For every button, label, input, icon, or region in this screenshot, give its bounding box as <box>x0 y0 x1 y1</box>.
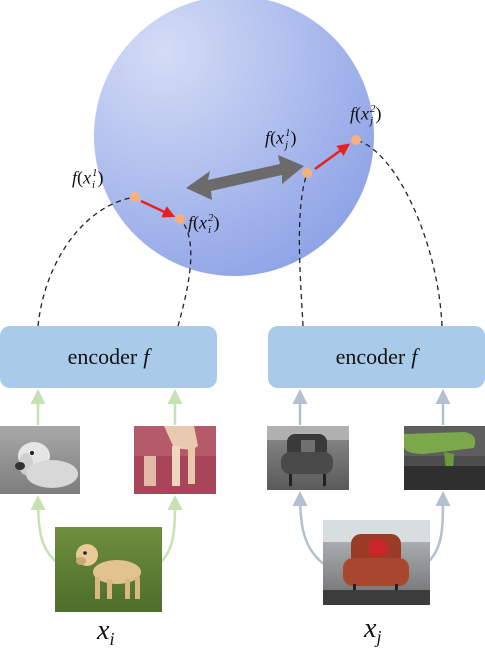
input-arrow-right-3 <box>292 491 326 566</box>
dashed-projection-xi1 <box>37 196 136 327</box>
point-f-xj2 <box>351 135 361 145</box>
encoder-right-fn: f <box>411 344 418 369</box>
input-arrow-left-3 <box>30 495 61 566</box>
dashed-projection-xi2 <box>177 218 192 327</box>
dog-grayscale-view-image <box>0 426 80 494</box>
chair-grayscale-view-image <box>267 426 349 490</box>
dog-red-tint-view-image <box>134 426 216 494</box>
pull-arrow-icon-i <box>140 199 176 218</box>
encoder-left-fn: f <box>143 344 150 369</box>
point-f-xi2 <box>175 214 185 224</box>
dog-original-image <box>55 527 162 612</box>
label-xi: xi <box>97 615 115 649</box>
embedding-sphere <box>94 0 374 276</box>
label-xj: xj <box>364 613 382 647</box>
dashed-projection-xj1 <box>298 172 308 327</box>
pull-arrow-icon-j <box>314 143 351 171</box>
encoder-left-label: encoder <box>67 344 138 369</box>
point-f-xj1 <box>302 168 312 178</box>
chair-green-crop-view-image <box>404 426 485 490</box>
push-apart-arrow-icon <box>186 155 304 200</box>
point-f-xi1 <box>130 192 140 202</box>
encoder-right-label: encoder <box>335 344 406 369</box>
input-arrow-left-4 <box>157 495 183 566</box>
chair-original-image <box>323 520 430 605</box>
